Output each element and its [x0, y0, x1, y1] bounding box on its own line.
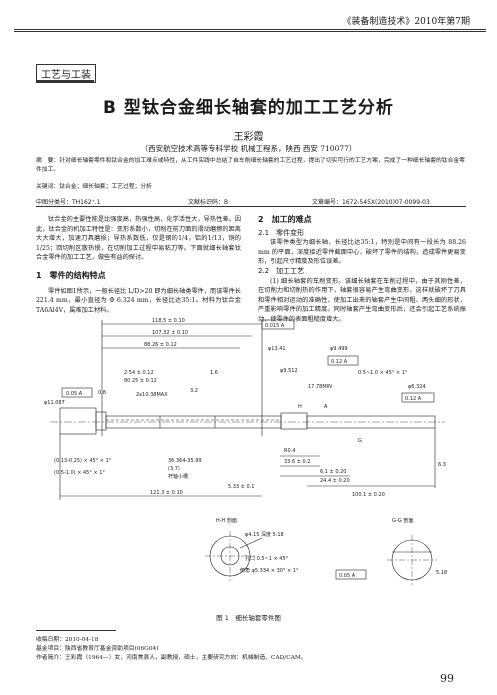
dim-88: 88.26 ± 0.12	[144, 342, 177, 348]
section-2-1-heading: 2.1 零件变形	[258, 228, 305, 237]
section-g-title: G-G 剖面	[392, 517, 413, 524]
chamfer-2: (0.13-0.25) × 45° × 1°	[54, 458, 112, 464]
section-1-heading: 1 零件的结构特点	[36, 270, 106, 280]
dia-11: φ11.087	[44, 400, 65, 406]
author: 王彩霞	[233, 132, 264, 143]
document-code: 文献标识码：B	[188, 199, 229, 206]
right-dimension-lines	[280, 428, 436, 488]
section-h-title: H-H 剖面	[216, 517, 237, 524]
label-h: H	[298, 404, 302, 410]
dia-9-499: φ9.499	[330, 346, 348, 352]
dim-2-54: 2.54 ± 0.12	[124, 370, 154, 376]
section-2-1-paragraph: 该零件类型为细长轴，长径比达35:1，特别是中间有一段长为 88.26 mm 的…	[258, 239, 466, 266]
label-a: A	[324, 404, 328, 410]
dia-13: φ13.41	[268, 346, 286, 352]
section-g-view	[387, 535, 437, 585]
header-rule-thin	[14, 31, 486, 32]
section-g-tolerance-frame	[335, 569, 367, 580]
runout-4: 0.12 A	[405, 396, 422, 402]
runout-1: 0.05 A	[66, 391, 83, 397]
dim-6-1: 6.1 ± 0.20	[320, 469, 346, 475]
runout-2: 0.015 A	[265, 323, 285, 329]
section-tag-underline	[36, 80, 94, 82]
clc-number: 中图分类号：TH162⁺.1	[36, 199, 101, 206]
dim-36: 36.364-35.99	[168, 458, 202, 464]
affiliation: （西安航空技术高等专科学校 机械工程系，陕西 西安 710077）	[140, 144, 357, 153]
section-2-2-heading: 2.2 加工工艺	[258, 266, 305, 275]
fund-note: 基金项目：陕西省教育厅基金资助项目(06G04)	[36, 646, 159, 652]
author-bio: 作者简介：王彩霞（1964—）女，河南焦县人，副教授，硕士，主要研究方向：机械制…	[36, 655, 307, 661]
cross-note: 杆轴小槽	[168, 473, 188, 480]
dia-9-512: φ9.512	[280, 368, 298, 374]
left-column: 钛合金的主要性能是比强度高，热强性高，化学活性大，导热性差。因此，钛合金的机加工…	[36, 215, 241, 315]
dim-17-78: 17.78MIN	[308, 384, 332, 390]
dim-121: 121.3 ± 0.10	[150, 490, 183, 496]
section-h-note-3: 倒角 φ5.334 × 30° × 1°	[240, 567, 299, 574]
label-g: G	[358, 438, 362, 444]
runout-3: 0.12 A	[331, 359, 348, 365]
footnote-rule	[36, 630, 116, 631]
dim-100-1: 100.1 ± 0.20	[352, 492, 385, 498]
dim-80: 80.25 ± 0.12	[124, 378, 157, 384]
shaft-body	[50, 407, 445, 435]
dim-107: 107.32 ± 0.10	[152, 330, 188, 336]
bottom-dimension-lines	[59, 434, 262, 500]
section-1-paragraph: 零件如图1所示，一般长径比 L/D>20 即为细长轴类零件，而该零件长 221.…	[36, 287, 241, 314]
top-dimension-lines	[101, 320, 263, 436]
section-h-note-1: φ4.15 深度 5.18	[245, 531, 284, 538]
received-date: 收稿日期：2010-04-18	[36, 637, 99, 643]
roughness-1: 0.8	[98, 390, 106, 396]
dim-5-33: 5.33 ± 0.1	[228, 484, 254, 490]
section-2-heading: 2 加工的难点	[258, 215, 312, 224]
roughness-2: 3.2	[190, 388, 198, 394]
right-column: 2 加工的难点 2.1 零件变形 该零件类型为细长轴，长径比达35:1，特别是中…	[258, 215, 466, 325]
dim-118: 118.5 ± 0.10	[152, 318, 185, 324]
section-h-view	[205, 531, 263, 581]
section-g-tolerance: 0.05 A	[339, 573, 356, 579]
section-g-dim: 5.18	[436, 570, 447, 576]
dim-r04: R0.4	[284, 448, 295, 454]
dim-33-6: 33.6 ± 0.2	[284, 459, 310, 465]
runout-frame-2	[261, 319, 295, 330]
dim-24-4: 24.4 ± 0.20	[320, 478, 350, 484]
dim-2x10: 2x10.38MAX	[136, 392, 168, 398]
hole-note: (3.7)	[168, 466, 180, 472]
roughness-4: 6.3	[438, 462, 446, 468]
chamfer-3: (0.5-1.0) × 45° × 1°	[54, 470, 105, 476]
header-rule	[14, 29, 486, 30]
section-tag: 工艺与工装	[36, 64, 96, 83]
article-title: B 型钛合金细长轴套的加工工艺分析	[103, 98, 394, 118]
dia-6-324: φ6.324	[408, 384, 426, 390]
chamfer-1: 0.5~1.0 × 45° × 1°	[358, 370, 408, 376]
figure-caption: 图 1 细长轴套零件图	[216, 614, 281, 622]
intro-paragraph: 钛合金的主要性能是比强度高，热强性高，化学活性大，导热性差。因此，钛合金的机加工…	[36, 216, 241, 262]
runout-frame-4	[401, 392, 435, 403]
journal-header: 《装备制造技术》2010年第7期	[342, 17, 470, 27]
section-h-note-2: 孔口 0.5~1 × 45°	[245, 555, 289, 562]
abstract: 摘 要：针对细长轴套零件和钛合金的加工难点或特性，从工件实践中总结了自车削细长轴…	[36, 158, 465, 173]
keywords: 关键词：钛合金；细长轴套；工艺过程；分析	[36, 184, 152, 190]
meta-rule	[36, 206, 466, 207]
section-2-2-paragraph: (1) 细长轴套的车削变形。该细长轴套在车削过程中，由于其刚性差，在切削力和切削…	[258, 277, 466, 323]
part-drawing-figure: 118.5 ± 0.10 107.32 ± 0.10 88.26 ± 0.12 …	[44, 318, 447, 585]
roughness-3: 1.6	[210, 370, 218, 376]
runout-frame-3	[327, 355, 359, 366]
article-number: 文章编号：1672-545X(2010)07-0099-03	[312, 199, 430, 206]
runout-frame-1	[61, 387, 93, 398]
page-number: 99	[440, 672, 454, 685]
